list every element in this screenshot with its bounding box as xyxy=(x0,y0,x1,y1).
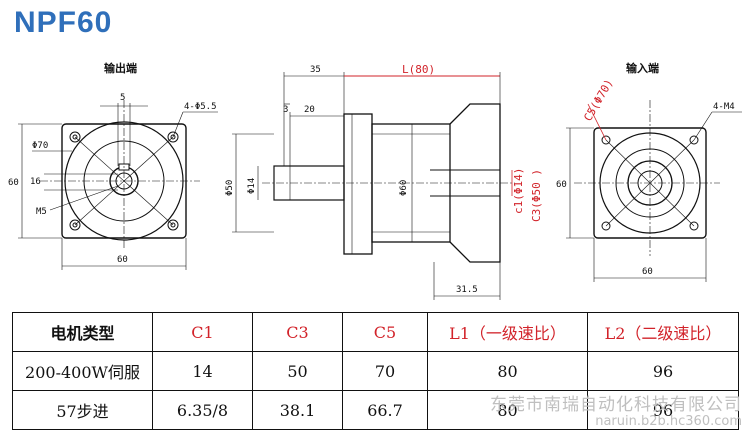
dim-holes-right: 4-M4 xyxy=(713,102,735,112)
side-section-view: 35 L(80) 20 3 Φ50 Φ14 Φ60 c1(Φ14) C3(Φ50… xyxy=(225,63,543,300)
dim-left-60-side: 60 xyxy=(8,178,19,188)
cell-c3: 38.1 xyxy=(252,390,343,430)
dim-right-60-side: 60 xyxy=(556,180,567,190)
dim-d50-left: Φ50 xyxy=(225,180,235,196)
header-c1: C1 xyxy=(152,312,253,352)
cell-l1: 80 xyxy=(427,351,588,391)
technical-drawing: 输出端 5 4-Φ5.5 Φ70 16 xyxy=(8,61,742,300)
table-row: 57步进 6.35/8 38.1 66.7 80 96 xyxy=(12,390,739,430)
table-header-row: 电机类型 C1 C3 C5 L1（一级速比） L2（二级速比） xyxy=(12,312,739,352)
header-l2: L2（二级速比） xyxy=(587,312,739,352)
dim-pcd-70: Φ70 xyxy=(32,141,48,151)
page-title: NPF60 xyxy=(14,6,113,39)
cell-l2: 96 xyxy=(587,390,739,430)
dim-c5: C5(Φ70) xyxy=(581,77,615,124)
dim-c3: C3(Φ50 ) xyxy=(530,169,543,222)
cell-motor-type: 200-400W伺服 xyxy=(12,351,153,391)
dim-d14: Φ14 xyxy=(247,178,257,194)
dim-holes-left: 4-Φ5.5 xyxy=(184,102,217,112)
dim-len-3: 3 xyxy=(283,105,288,115)
header-c5: C5 xyxy=(342,312,428,352)
dim-len-35: 35 xyxy=(310,65,321,75)
input-end-label: 输入端 xyxy=(626,61,659,75)
cell-l2: 96 xyxy=(587,351,739,391)
cell-l1: 80 xyxy=(427,390,588,430)
watermark: 东莞市南瑞自动化科技有限公司 naruin.b2b.hc360.com xyxy=(490,396,742,429)
input-end-view: 输入端 C5(Φ70) 4-M4 60 60 xyxy=(556,61,742,282)
dim-left-60-bottom: 60 xyxy=(117,255,128,265)
watermark-url: naruin.b2b.hc360.com xyxy=(595,413,742,429)
header-motor-type: 电机类型 xyxy=(12,312,153,352)
mounting-holes-right xyxy=(601,135,699,231)
dim-shaft-16: 16 xyxy=(30,177,41,187)
cell-c1: 14 xyxy=(152,351,253,391)
dim-len-31-5: 31.5 xyxy=(456,285,478,295)
cell-c5: 70 xyxy=(342,351,428,391)
dim-top-5: 5 xyxy=(120,93,125,103)
header-c3: C3 xyxy=(252,312,343,352)
table-row: 200-400W伺服 14 50 70 80 96 xyxy=(12,351,739,391)
dim-right-60-bottom: 60 xyxy=(642,267,653,277)
mounting-holes-left xyxy=(69,131,179,231)
dim-len-20: 20 xyxy=(304,105,315,115)
header-l1: L1（一级速比） xyxy=(427,312,588,352)
dim-d60-body: Φ60 xyxy=(399,180,409,196)
dim-len-L: L(80) xyxy=(402,63,435,76)
cell-c3: 50 xyxy=(252,351,343,391)
watermark-company: 东莞市南瑞自动化科技有限公司 xyxy=(490,395,742,415)
cell-c1: 6.35/8 xyxy=(152,390,253,430)
output-end-label: 输出端 xyxy=(104,61,137,75)
spec-table: 电机类型 C1 C3 C5 L1（一级速比） L2（二级速比） 200-400W… xyxy=(12,312,739,430)
cell-motor-type: 57步进 xyxy=(12,390,153,430)
dim-c1: c1(Φ14) xyxy=(512,168,525,214)
cell-c5: 66.7 xyxy=(342,390,428,430)
output-end-view: 输出端 5 4-Φ5.5 Φ70 16 xyxy=(8,61,218,270)
dim-m5: M5 xyxy=(36,207,47,217)
